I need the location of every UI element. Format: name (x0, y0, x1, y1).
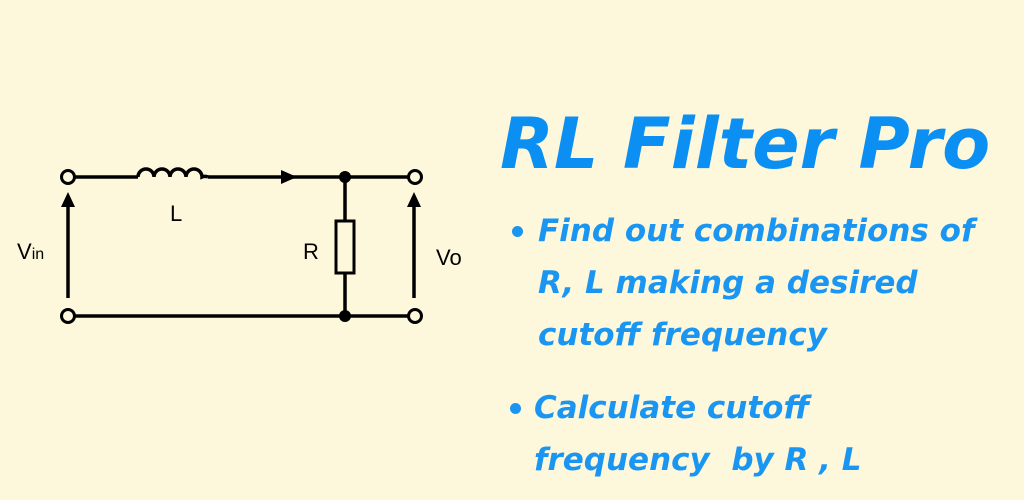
bullet-line: Find out combinations of (538, 213, 975, 249)
bullet-dot-icon (510, 403, 521, 414)
vin-label: Vin (17, 239, 44, 264)
feature-bullet-calculate: Calculate cutoff frequency by R , L (510, 382, 1024, 486)
vout-label: Vo (436, 245, 462, 270)
vin-label-subscript: in (32, 246, 44, 263)
terminal-output-bottom (407, 308, 423, 324)
terminal-input-top (60, 169, 76, 185)
inductor-coil (136, 167, 209, 180)
vin-label-main: V (17, 239, 32, 264)
app-title: RL Filter Pro (500, 103, 991, 185)
inductor-label: L (170, 201, 182, 226)
bullet-line: cutoff frequency (538, 317, 827, 353)
bullet-line: frequency by R , L (534, 442, 862, 478)
junction-bottom (339, 310, 351, 322)
terminal-output-top (407, 169, 423, 185)
bullet-dot-icon (512, 226, 523, 237)
vin-arrow-head (61, 192, 75, 207)
rl-circuit-diagram: L R Vin Vo (17, 167, 462, 324)
resistor-label: R (303, 239, 319, 264)
bullet-line: Calculate cutoff (534, 390, 810, 426)
vout-arrow-head (407, 192, 421, 207)
feature-bullet-combinations: Find out combinations of R, L making a d… (512, 205, 1024, 361)
junction-top (339, 171, 351, 183)
current-arrow-head (281, 170, 297, 184)
bullet-line: R, L making a desired (538, 265, 918, 301)
resistor (334, 219, 356, 275)
terminal-input-bottom (60, 308, 76, 324)
